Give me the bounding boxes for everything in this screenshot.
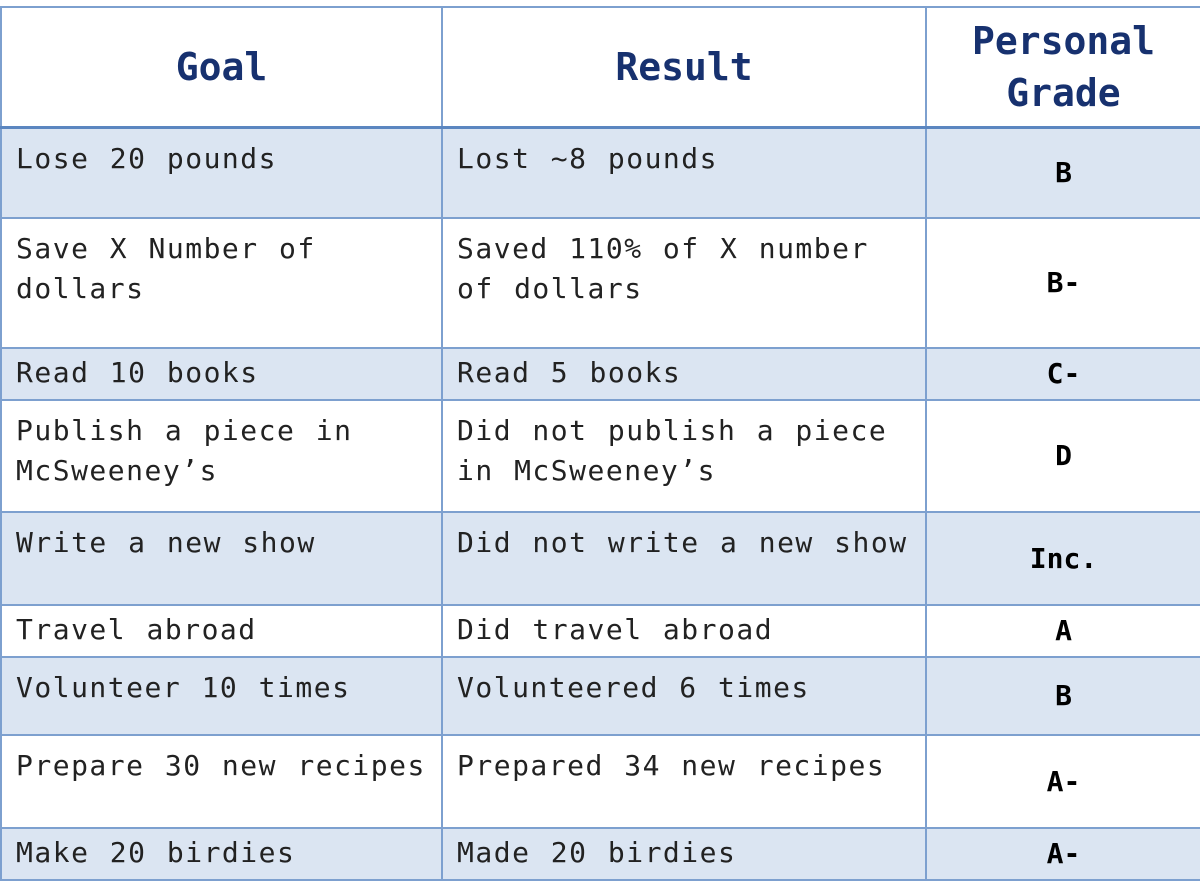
result-header: Result [441,6,927,129]
goal-header: Goal [0,6,443,129]
result-cell: Saved 110% of X number of dollars [441,217,927,349]
grade-cell: A- [925,827,1200,881]
table-row: Read 10 books Read 5 books C- [0,347,1200,401]
result-cell: Did not publish a piece in McSweeney’s [441,399,927,513]
header-row: Goal Result Personal Grade [0,6,1200,129]
grade-cell: C- [925,347,1200,401]
table-row: Prepare 30 new recipes Prepared 34 new r… [0,734,1200,829]
result-cell: Volunteered 6 times [441,656,927,736]
goal-cell: Publish a piece in McSweeney’s [0,399,443,513]
goal-cell: Lose 20 pounds [0,126,443,219]
table-row: Volunteer 10 times Volunteered 6 times B [0,656,1200,736]
goal-cell: Read 10 books [0,347,443,401]
goal-cell: Make 20 birdies [0,827,443,881]
goal-cell: Travel abroad [0,604,443,658]
grade-cell: A [925,604,1200,658]
grade-cell: D [925,399,1200,513]
result-cell: Read 5 books [441,347,927,401]
grade-cell: A- [925,734,1200,829]
grade-cell: B- [925,217,1200,349]
table-row: Make 20 birdies Made 20 birdies A- [0,827,1200,881]
result-cell: Did not write a new show [441,511,927,606]
goals-table: Goal Result Personal Grade Lose 20 pound… [0,6,1200,881]
goal-cell: Volunteer 10 times [0,656,443,736]
table-row: Lose 20 pounds Lost ~8 pounds B [0,126,1200,219]
result-cell: Prepared 34 new recipes [441,734,927,829]
grade-header: Personal Grade [925,6,1200,129]
result-cell: Made 20 birdies [441,827,927,881]
goal-cell: Prepare 30 new recipes [0,734,443,829]
result-cell: Did travel abroad [441,604,927,658]
table-row: Publish a piece in McSweeney’s Did not p… [0,399,1200,513]
goal-cell: Save X Number of dollars [0,217,443,349]
table-row: Save X Number of dollars Saved 110% of X… [0,217,1200,349]
result-cell: Lost ~8 pounds [441,126,927,219]
grade-cell: B [925,126,1200,219]
grade-cell: Inc. [925,511,1200,606]
grade-cell: B [925,656,1200,736]
table-row: Write a new show Did not write a new sho… [0,511,1200,606]
table-row: Travel abroad Did travel abroad A [0,604,1200,658]
goal-cell: Write a new show [0,511,443,606]
